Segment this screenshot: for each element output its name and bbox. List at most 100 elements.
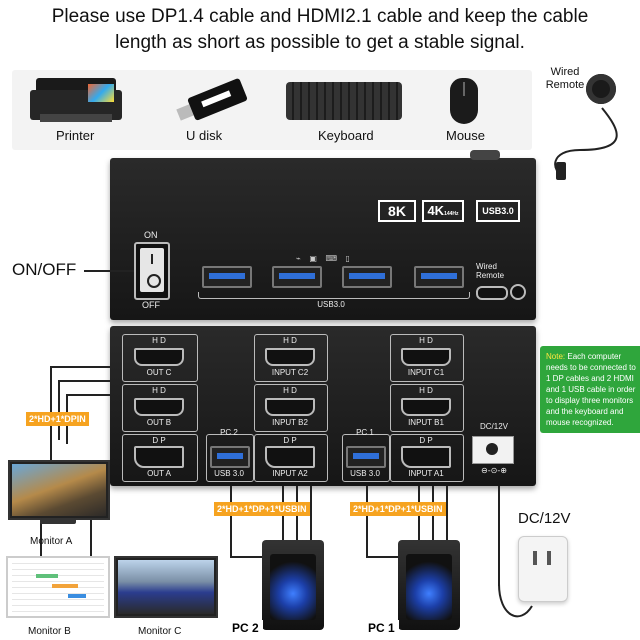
pc2-usb-box [206, 434, 254, 482]
power-adapter-icon [518, 536, 568, 602]
front-remote-jack[interactable] [510, 284, 526, 300]
power-cable-curve [498, 583, 533, 618]
mouse-icon [450, 78, 478, 124]
input-b1-hdmi-port[interactable] [401, 398, 451, 416]
input-b1-box [390, 384, 464, 432]
usb-port-icons: ⌁ ▣ ⌨ ▯ [296, 254, 353, 263]
pc1-usb-label: USB 3.0 [350, 469, 380, 478]
pc1-cable-usb-h [366, 556, 406, 558]
out-b-hd-label: H D [152, 386, 166, 395]
pc2-tag-label: PC 2 [220, 428, 238, 437]
out-b-label: OUT B [146, 418, 172, 427]
onoff-label: ON/OFF [12, 260, 77, 279]
u-disk-label: U disk [186, 128, 223, 143]
monitor-a-stand [40, 518, 76, 524]
headline-line-1: Please use DP1.4 cable and HDMI2.1 cable… [51, 6, 589, 27]
out-a-dp-label: D P [152, 436, 166, 445]
out-c-hdmi-port[interactable] [134, 348, 184, 366]
pc1-label: PC 1 [364, 620, 399, 636]
front-remote-port[interactable] [476, 286, 508, 300]
out-a-dp-port[interactable] [134, 446, 184, 468]
pc1-cable-3 [446, 486, 448, 546]
input-b1-label: INPUT B1 [408, 418, 444, 427]
input-c2-label: INPUT C2 [271, 368, 309, 377]
out-c-box [122, 334, 198, 382]
pc2-cable-usb [230, 486, 232, 556]
input-c1-hd-label: H D [419, 336, 433, 345]
input-a1-box [390, 434, 464, 482]
input-a2-label: INPUT A2 [272, 469, 308, 478]
pc2-cable-2 [296, 486, 298, 546]
switch-off-label: OFF [142, 300, 160, 310]
dc-polarity-label: ⊖-⊙-⊕ [481, 466, 507, 475]
input-a1-dp-label: D P [419, 436, 433, 445]
monitor-c-label: Monitor C [138, 626, 182, 637]
out-a-box [122, 434, 198, 482]
front-remote-label-line-1: Wired [476, 262, 497, 271]
monitor-a-screen [12, 464, 106, 516]
front-usb-port-1[interactable] [202, 266, 252, 288]
monitor-a-label: Monitor A [30, 536, 73, 547]
note-prefix: Note: [546, 352, 566, 361]
monitor-a [8, 460, 110, 520]
out-b-box [122, 384, 198, 432]
wired-remote-plug-icon [556, 162, 566, 180]
out-cable-1 [50, 366, 110, 368]
keyboard-label: Keyboard [318, 128, 374, 143]
pc1-tower [398, 540, 460, 630]
badge-8k: 8K [378, 200, 416, 222]
out-c-hd-label: H D [152, 336, 166, 345]
out-cables-tag: 2*HD+1*DPIN [26, 412, 89, 426]
badge-4k-sub: 144Hz [444, 211, 459, 217]
input-c2-box [254, 334, 328, 382]
pc1-cable-1 [418, 486, 420, 546]
badge-4k-text: 4K [427, 203, 445, 218]
power-cable [498, 486, 500, 586]
wired-remote-label: Wired Remote [540, 66, 590, 92]
dc-port[interactable] [472, 436, 514, 464]
out-cable-vertical-2 [58, 380, 60, 440]
front-usb-bracket [198, 292, 470, 299]
front-usb-port-4[interactable] [414, 266, 464, 288]
pc2-usb-port[interactable] [210, 446, 250, 468]
front-remote-label: Wired Remote [476, 262, 516, 280]
kvm-front-panel: 8K 4K144Hz USB3.0 ON OFF ⌁ ▣ ⌨ ▯ USB3.0 … [110, 150, 536, 320]
pc2-cable-1 [282, 486, 284, 546]
input-b1-hd-label: H D [419, 386, 433, 395]
input-a2-box [254, 434, 328, 482]
pc1-usb-port[interactable] [346, 446, 386, 468]
input-b2-hdmi-port[interactable] [265, 398, 315, 416]
wired-remote-label-line-1: Wired [550, 66, 580, 78]
input-c1-hdmi-port[interactable] [401, 348, 451, 366]
wired-remote-button-icon[interactable] [586, 74, 616, 104]
front-usb-port-3[interactable] [342, 266, 392, 288]
pc2-usb-label: USB 3.0 [214, 469, 244, 478]
monitor-b-label: Monitor B [28, 626, 71, 637]
input-a1-label: INPUT A1 [408, 469, 444, 478]
mouse-label: Mouse [446, 128, 486, 143]
input-a2-dp-port[interactable] [265, 446, 315, 468]
printer-icon [30, 78, 122, 126]
pc2-cables-tag: 2*HD+1*DP+1*USBIN [214, 502, 310, 516]
front-remote-label-line-2: Remote [476, 271, 505, 280]
pc2-label: PC 2 [228, 620, 263, 636]
out-b-hdmi-port[interactable] [134, 398, 184, 416]
input-c2-hdmi-port[interactable] [265, 348, 315, 366]
wired-remote-cable [554, 107, 618, 179]
monitor-b-screen [12, 562, 104, 612]
out-a-label: OUT A [147, 469, 171, 478]
onoff-pointer-line [84, 270, 134, 272]
input-b2-label: INPUT B2 [272, 418, 308, 427]
front-usb-port-2[interactable] [272, 266, 322, 288]
input-b2-box [254, 384, 328, 432]
out-cable-down-b [40, 498, 42, 556]
wired-remote-label-line-2: Remote [545, 79, 585, 91]
pc1-tag-label: PC 1 [356, 428, 374, 437]
headline: Please use DP1.4 cable and HDMI2.1 cable… [0, 4, 640, 56]
power-switch[interactable] [134, 242, 170, 300]
note-text: Each computer needs to be connected to 1… [546, 352, 636, 427]
keyboard-icon [286, 82, 402, 120]
out-cable-3 [66, 394, 110, 396]
connection-note: Note: Each computer needs to be connecte… [540, 346, 640, 433]
input-a1-dp-port[interactable] [401, 446, 451, 468]
